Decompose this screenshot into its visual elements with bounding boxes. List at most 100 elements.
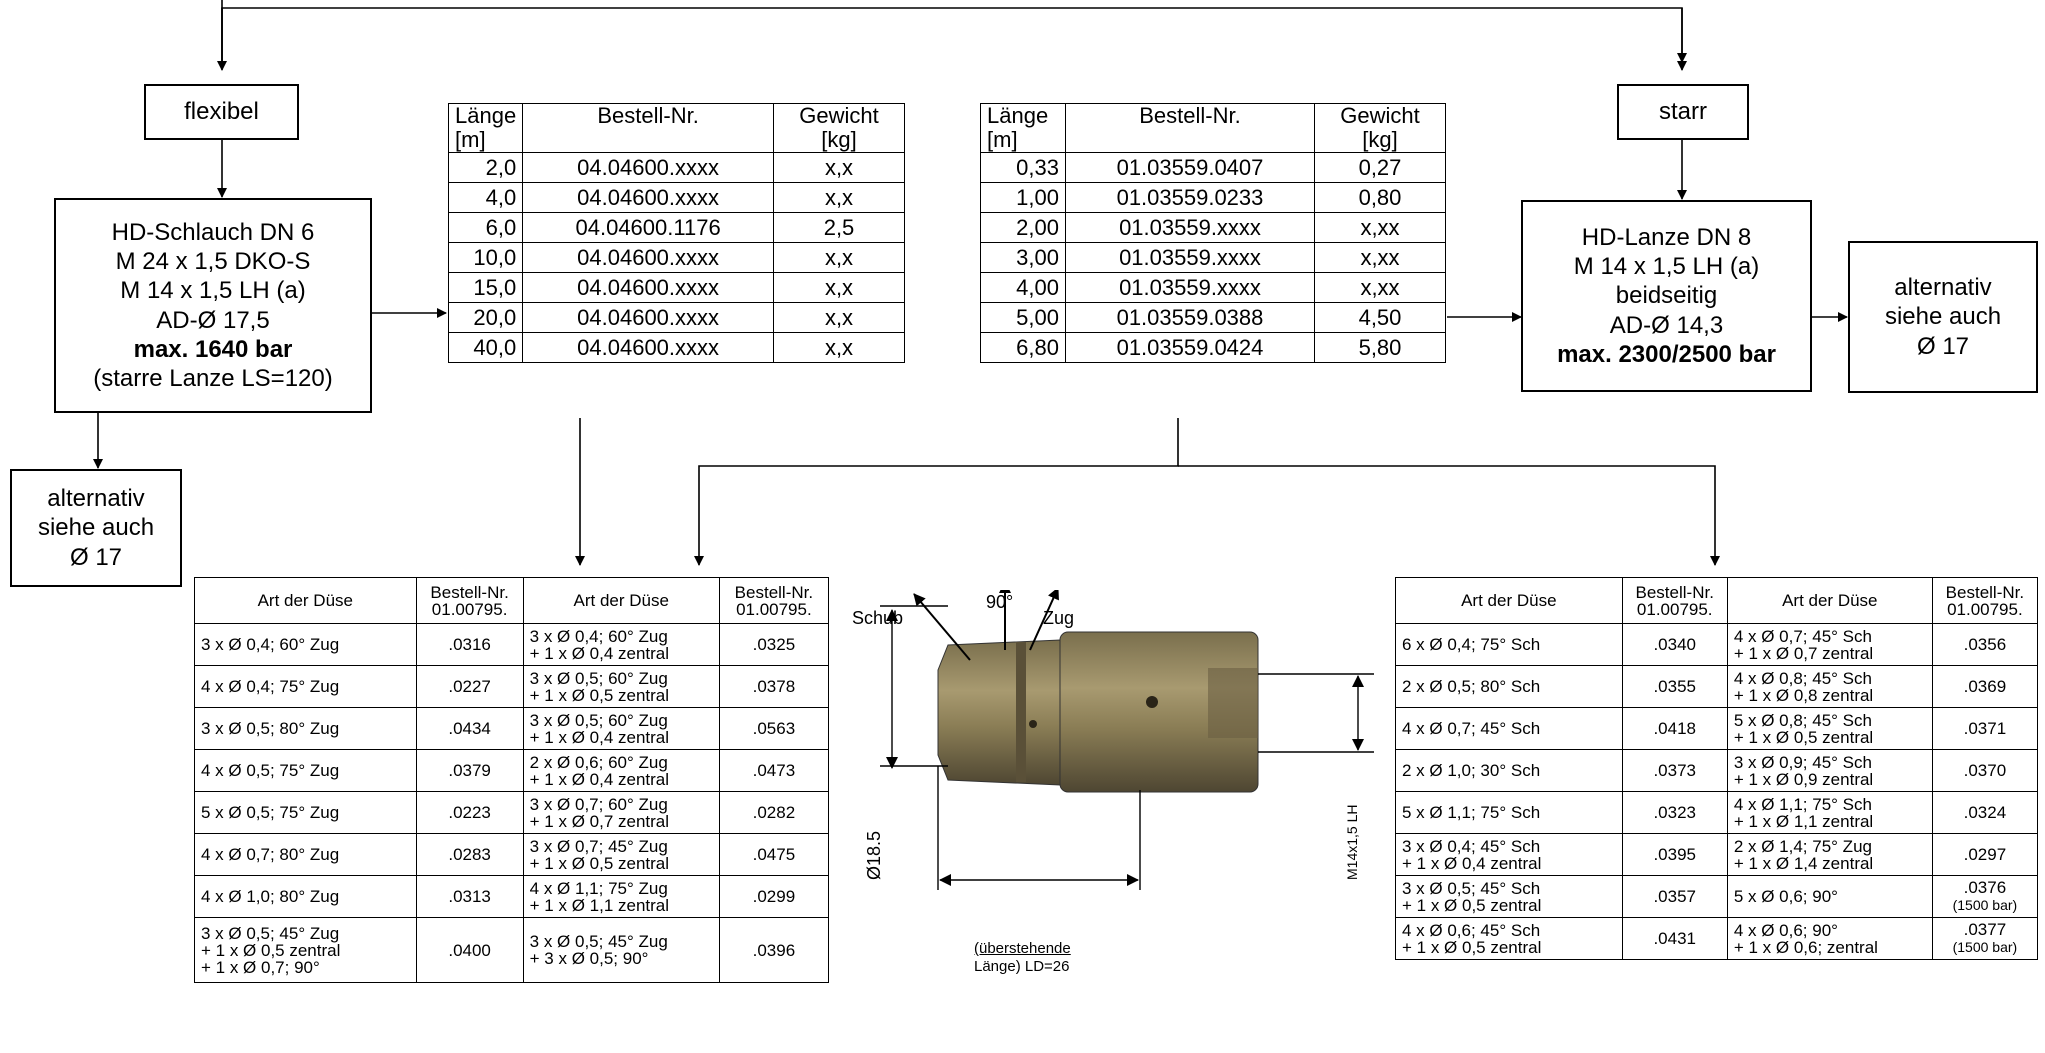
hose-length-cell: 20,0	[447, 302, 524, 333]
zug-type-cell: 4 x Ø 1,0; 80° Zug	[194, 875, 417, 918]
zug-type-cell: 3 x Ø 0,5; 45° Zug+ 3 x Ø 0,5; 90°	[522, 917, 720, 983]
zug-type-cell: 3 x Ø 0,7; 45° Zug+ 1 x Ø 0,5 zentral	[522, 833, 720, 876]
sch-type-cell: 4 x Ø 0,7; 45° Sch	[1395, 707, 1623, 750]
hose-col-length: Länge[m]	[447, 103, 524, 153]
alternativ-right-box: alternativ siehe auch Ø 17	[1848, 241, 2038, 393]
lance-order-cell: 01.03559.0407	[1065, 152, 1315, 183]
lance-order-cell: 01.03559.xxxx	[1065, 242, 1315, 273]
hose-weight-cell: x,x	[773, 242, 905, 273]
lance-weight-cell: x,xx	[1314, 212, 1446, 243]
lance-weight-cell: x,xx	[1314, 272, 1446, 303]
sch-col-order-1: Bestell-Nr.01.00795.	[1621, 577, 1728, 624]
zug-order-cell: .0378	[718, 665, 830, 708]
sch-order-cell: .0370	[1931, 749, 2039, 792]
sch-type-cell: 6 x Ø 0,4; 75° Sch	[1395, 623, 1623, 666]
lance-order-cell: 01.03559.xxxx	[1065, 272, 1315, 303]
lance-length-cell: 5,00	[980, 302, 1066, 333]
nozzle-body	[937, 631, 1259, 793]
zug-type-cell: 5 x Ø 0,5; 75° Zug	[194, 791, 417, 834]
sch-order-cell: .0355	[1621, 665, 1728, 708]
zug-type-cell: 4 x Ø 0,7; 80° Zug	[194, 833, 417, 876]
zug-order-cell: .0434	[415, 707, 524, 750]
zug-order-cell: .0227	[415, 665, 524, 708]
sch-order-cell: .0373	[1621, 749, 1728, 792]
lance-weight-cell: 4,50	[1314, 302, 1446, 333]
hose-weight-cell: x,x	[773, 302, 905, 333]
sch-order-cell: .0418	[1621, 707, 1728, 750]
sch-order-cell: .0323	[1621, 791, 1728, 834]
zug-type-cell: 3 x Ø 0,4; 60° Zug+ 1 x Ø 0,4 zentral	[522, 623, 720, 666]
starr-box: starr	[1617, 84, 1749, 140]
zug-order-cell: .0379	[415, 749, 524, 792]
lance-length-cell: 0,33	[980, 152, 1066, 183]
lance-length-cell: 4,00	[980, 272, 1066, 303]
zug-row: 3 x Ø 0,5; 45° Zug+ 1 x Ø 0,5 zentral+ 1…	[194, 917, 830, 983]
lance-order-cell: 01.03559.xxxx	[1065, 212, 1315, 243]
hose-length-cell: 2,0	[447, 152, 524, 183]
zug-order-cell: .0283	[415, 833, 524, 876]
sch-col-order-2: Bestell-Nr.01.00795.	[1931, 577, 2039, 624]
alternativ-left-box: alternativ siehe auch Ø 17	[10, 469, 182, 587]
sch-type-cell: 2 x Ø 1,4; 75° Zug+ 1 x Ø 1,4 zentral	[1726, 833, 1933, 876]
zug-order-cell: .0400	[415, 917, 524, 983]
hose-line-2: M 24 x 1,5 DKO-S	[115, 247, 311, 275]
lance-line-2: M 14 x 1,5 LH (a)	[1573, 253, 1760, 281]
zug-type-cell: 2 x Ø 0,6; 60° Zug+ 1 x Ø 0,4 zentral	[522, 749, 720, 792]
sch-col-type-2: Art der Düse	[1726, 577, 1933, 624]
sch-type-cell: 4 x Ø 1,1; 75° Sch+ 1 x Ø 1,1 zentral	[1726, 791, 1933, 834]
sch-type-cell: 2 x Ø 1,0; 30° Sch	[1395, 749, 1623, 792]
sch-order-cell: .0431	[1621, 917, 1728, 960]
zug-col-type-2: Art der Düse	[522, 577, 720, 624]
hose-weight-cell: x,x	[773, 182, 905, 213]
lance-weight-cell: 0,80	[1314, 182, 1446, 213]
deg90-label: 90°	[986, 592, 1014, 612]
sch-type-cell: 4 x Ø 0,8; 45° Sch+ 1 x Ø 0,8 zentral	[1726, 665, 1933, 708]
zug-type-cell: 3 x Ø 0,4; 60° Zug	[194, 623, 417, 666]
zug-label: Zug	[1043, 608, 1075, 628]
sch-col-type-1: Art der Düse	[1395, 577, 1623, 624]
sch-type-cell: 2 x Ø 0,5; 80° Sch	[1395, 665, 1623, 708]
zug-order-cell: .0316	[415, 623, 524, 666]
lance-length-cell: 2,00	[980, 212, 1066, 243]
sch-type-cell: 3 x Ø 0,4; 45° Sch+ 1 x Ø 0,4 zentral	[1395, 833, 1623, 876]
hose-order-cell: 04.04600.xxxx	[522, 332, 774, 363]
hose-order-cell: 04.04600.xxxx	[522, 152, 774, 183]
hose-length-cell: 15,0	[447, 272, 524, 303]
lance-col-order: Bestell-Nr.	[1065, 103, 1315, 153]
lance-order-cell: 01.03559.0424	[1065, 332, 1315, 363]
hose-weight-cell: x,x	[773, 332, 905, 363]
top-split-line	[221, 7, 1687, 63]
lance-col-weight: Gewicht[kg]	[1314, 103, 1446, 153]
alt-left-line-1: alternativ	[47, 485, 145, 513]
zug-col-order-2: Bestell-Nr.01.00795.	[718, 577, 830, 624]
sch-type-cell: 5 x Ø 1,1; 75° Sch	[1395, 791, 1623, 834]
zug-type-cell: 3 x Ø 0,5; 60° Zug+ 1 x Ø 0,5 zentral	[522, 665, 720, 708]
zug-type-cell: 3 x Ø 0,5; 80° Zug	[194, 707, 417, 750]
lance-max-pressure: max. 2300/2500 bar	[1557, 340, 1776, 368]
lance-line-3: beidseitig	[1615, 282, 1718, 310]
zug-order-cell: .0475	[718, 833, 830, 876]
sch-order-cell: .0357	[1621, 875, 1728, 918]
lance-spec-box: HD-Lanze DN 8 M 14 x 1,5 LH (a) beidseit…	[1521, 200, 1812, 392]
zug-type-cell: 4 x Ø 0,4; 75° Zug	[194, 665, 417, 708]
lance-line-4: AD-Ø 14,3	[1609, 311, 1724, 339]
length-label-2: Länge) LD=26	[974, 958, 1070, 975]
lance-length-cell: 1,00	[980, 182, 1066, 213]
thread-label: M14x1,5 LH	[1344, 804, 1360, 880]
sch-type-cell: 3 x Ø 0,5; 45° Sch+ 1 x Ø 0,5 zentral	[1395, 875, 1623, 918]
